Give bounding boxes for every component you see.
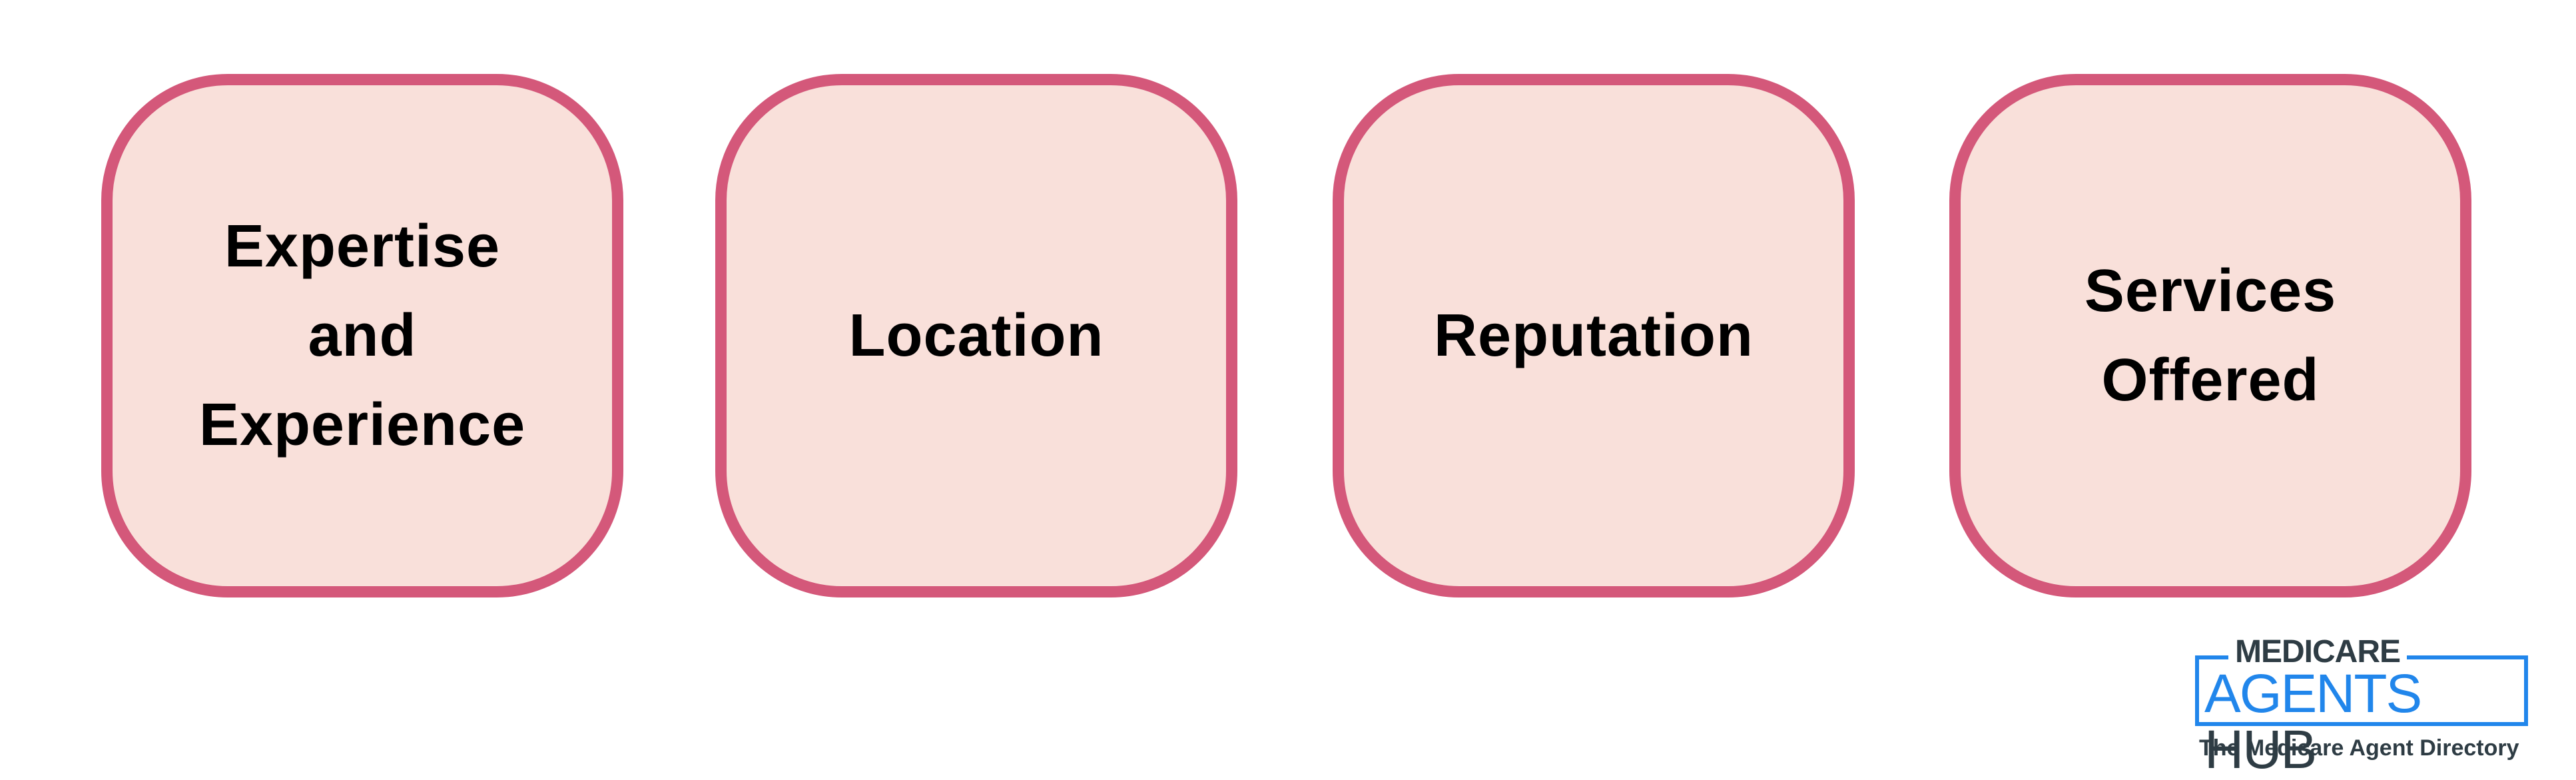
logo-agents-word: AGENTS bbox=[2204, 663, 2422, 724]
card-label: Reputation bbox=[1434, 302, 1754, 369]
card-label: Services Offered bbox=[2084, 258, 2337, 414]
card-expertise-and-experience: Expertise and Experience bbox=[101, 74, 623, 597]
medicare-agents-hub-logo: MEDICARE AGENTS HUB The Medicare Agent D… bbox=[2184, 631, 2544, 778]
card-reputation: Reputation bbox=[1333, 74, 1855, 597]
logo-hub-word: HUB bbox=[2204, 719, 2317, 780]
card-label: Location bbox=[848, 302, 1104, 369]
logo-main-line: AGENTS HUB bbox=[2204, 666, 2544, 778]
card-label: Expertise and Experience bbox=[198, 213, 526, 458]
logo-tagline: The Medicare Agent Directory bbox=[2199, 735, 2519, 761]
logo-medicare-word: MEDICARE bbox=[2228, 634, 2408, 670]
card-services-offered: Services Offered bbox=[1949, 74, 2471, 597]
card-location: Location bbox=[715, 74, 1237, 597]
